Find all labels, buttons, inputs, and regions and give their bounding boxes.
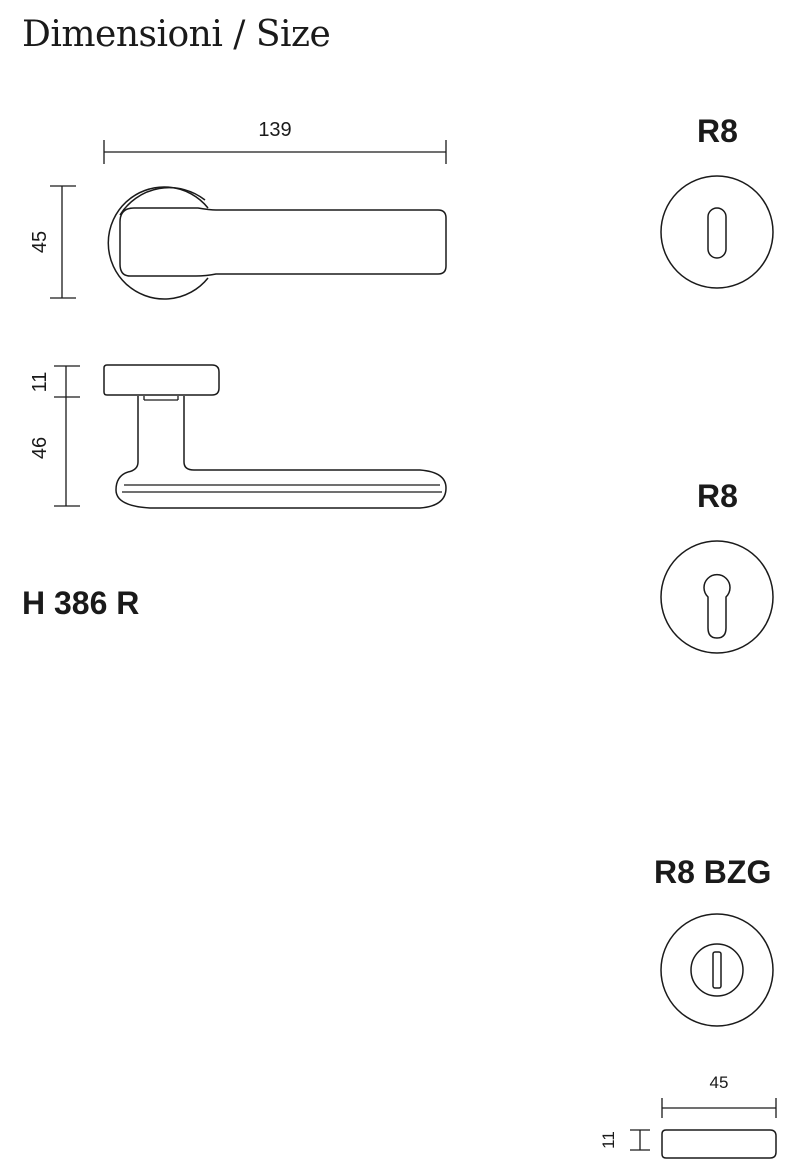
dimension-line-rose-thickness xyxy=(54,365,80,398)
dim-label-projection: 46 xyxy=(29,437,51,459)
page-title: Dimensioni / Size xyxy=(22,14,331,55)
rose-bathroom-turn xyxy=(660,913,774,1027)
small-rose-side-view xyxy=(661,1129,777,1159)
handle-side-view xyxy=(103,364,447,509)
rose-euro-cylinder xyxy=(660,540,774,654)
model-code: H 386 R xyxy=(22,585,140,621)
handle-front-view xyxy=(107,186,447,300)
dim-label-rose-thickness: 11 xyxy=(29,372,51,393)
rose-keyhole xyxy=(660,175,774,289)
rose-label-keyhole: R8 xyxy=(697,113,738,149)
dim-label-rose-diameter: 45 xyxy=(29,231,51,253)
dimension-line-length xyxy=(103,140,447,164)
dim-label-small-rose-thickness: 11 xyxy=(599,1131,618,1149)
dim-label-small-rose-diameter: 45 xyxy=(710,1073,729,1092)
dimension-line-projection xyxy=(54,397,80,507)
dim-label-length: 139 xyxy=(258,119,291,141)
dimension-line-small-rose-diameter xyxy=(661,1098,777,1118)
rose-label-cylinder: R8 xyxy=(697,478,738,514)
rose-label-bathroom: R8 BZG xyxy=(654,854,772,890)
dimension-line-rose-diameter xyxy=(50,185,76,299)
dimension-line-small-rose-thickness xyxy=(630,1129,650,1151)
